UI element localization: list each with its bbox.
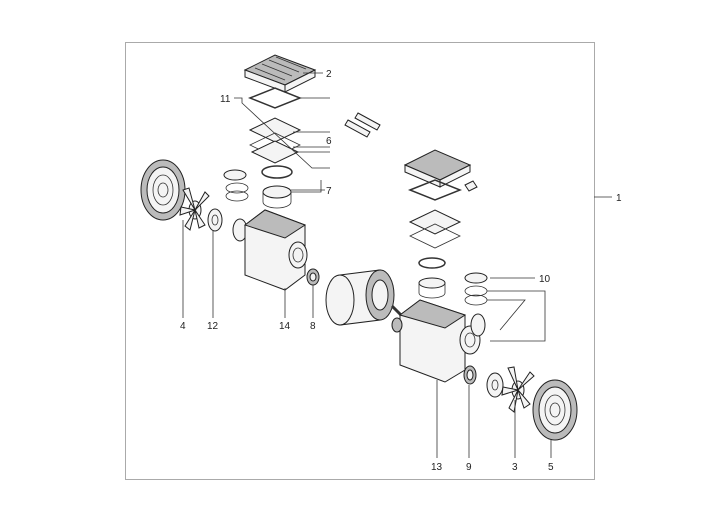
label-part-2: 2 xyxy=(326,69,332,80)
label-part-5: 5 xyxy=(548,462,554,473)
left-valve-plate xyxy=(248,117,302,164)
right-crankcase xyxy=(391,299,481,383)
left-crankcase xyxy=(243,209,308,291)
left-gasket xyxy=(247,87,303,109)
label-part-9: 9 xyxy=(466,462,472,473)
label-part-12: 12 xyxy=(207,321,219,332)
left-cylinder-head xyxy=(243,54,317,93)
left-fan xyxy=(179,187,210,231)
label-part-3: 3 xyxy=(512,462,518,473)
left-fan-guard xyxy=(140,159,186,221)
pins xyxy=(344,112,381,138)
label-part-10: 10 xyxy=(539,274,551,285)
diagram-frame xyxy=(125,42,595,480)
left-cylinder-ring xyxy=(261,165,293,209)
left-pulley xyxy=(207,208,223,232)
label-part-14: 14 xyxy=(279,321,291,332)
right-fan xyxy=(501,366,535,413)
label-part-8: 8 xyxy=(310,321,316,332)
right-pulley xyxy=(486,372,504,398)
left-bearing xyxy=(306,268,320,286)
label-part-13: 13 xyxy=(431,462,443,473)
left-small-rings xyxy=(223,169,249,242)
label-part-6: 6 xyxy=(326,136,332,147)
label-part-4: 4 xyxy=(180,321,186,332)
right-cylinder-head xyxy=(403,149,478,201)
right-valve-plate xyxy=(408,209,462,299)
leader-lines xyxy=(182,72,612,458)
label-part-11: 11 xyxy=(220,94,231,105)
right-bearing xyxy=(463,365,477,385)
motor-rotor xyxy=(325,269,406,326)
label-part-1: 1 xyxy=(616,193,622,204)
right-fan-guard xyxy=(532,379,578,441)
label-part-7: 7 xyxy=(326,186,332,197)
